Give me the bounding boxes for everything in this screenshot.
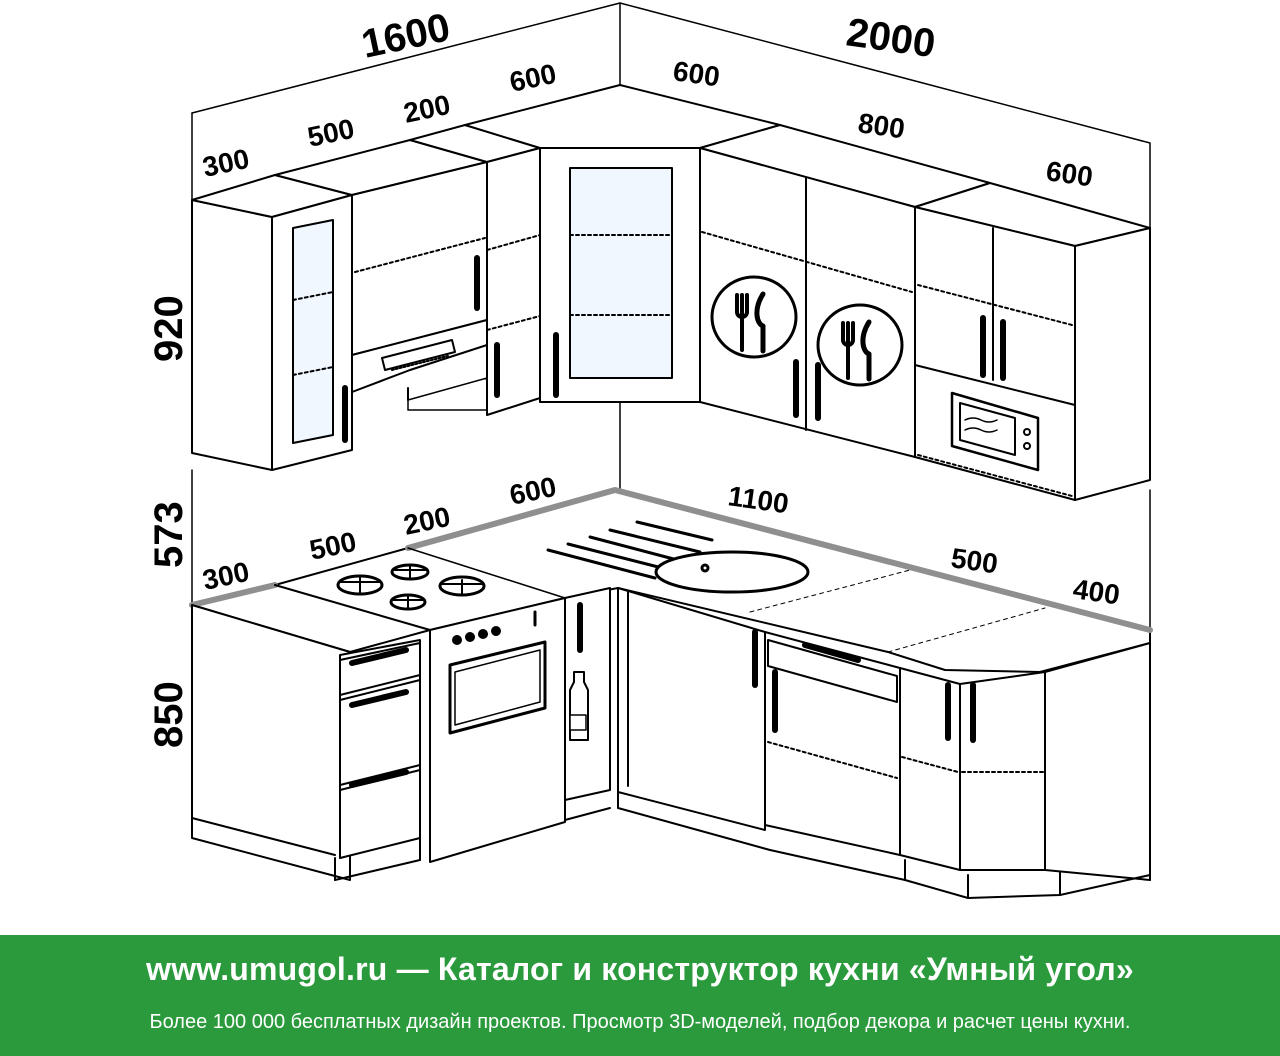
plate-icon xyxy=(710,275,904,387)
lower-cabinet-end-400 xyxy=(899,642,1151,899)
dim-total-right: 2000 xyxy=(844,10,938,66)
dim-total-left: 1600 xyxy=(358,5,454,67)
lower-cabinet-drawers-500 xyxy=(334,639,421,881)
dim-lower-400: 400 xyxy=(1071,573,1122,610)
lower-cabinet-corner-1100 xyxy=(617,587,771,851)
upper-cabinet-hood-500 xyxy=(274,139,488,411)
banner-subtitle: Более 100 000 бесплатных дизайн проектов… xyxy=(149,1011,1131,1033)
upper-cabinet-corner-600 xyxy=(464,84,781,403)
dim-lower-500: 500 xyxy=(307,526,359,566)
oven-stove xyxy=(429,597,566,863)
promo-banner: www.umugol.ru — Каталог и конструктор ку… xyxy=(0,935,1280,1056)
kitchen-drawing: 1600 2000 300 500 200 600 600 800 600 92… xyxy=(147,2,1153,899)
dim-upper-600-right: 600 xyxy=(671,55,722,92)
upper-cabinet-glass-300 xyxy=(191,174,353,471)
dim-height-gap: 573 xyxy=(147,501,191,568)
dim-height-lower: 850 xyxy=(147,681,191,748)
dim-upper-600-end: 600 xyxy=(1044,155,1095,192)
lower-cabinet-300 xyxy=(191,604,351,881)
dim-upper-200: 200 xyxy=(401,89,453,129)
dim-upper-300: 300 xyxy=(200,143,252,183)
lower-cabinet-bottles-200 xyxy=(564,587,611,821)
dishwasher-500 xyxy=(764,631,906,881)
hob-burners xyxy=(336,563,486,611)
dim-upper-600-corner: 600 xyxy=(507,58,559,98)
kitchen-svg: 1600 2000 300 500 200 600 600 800 600 92… xyxy=(147,2,1153,899)
dim-lower-500-right: 500 xyxy=(949,542,1000,579)
upper-cabinet-600-microwave xyxy=(914,182,1151,501)
dim-upper-500: 500 xyxy=(305,113,357,153)
dim-height-upper: 920 xyxy=(147,295,191,362)
sink-drainer xyxy=(546,520,810,594)
banner-title[interactable]: www.umugol.ru — Каталог и конструктор ку… xyxy=(146,951,1134,987)
dim-upper-800: 800 xyxy=(856,107,907,144)
dim-lower-1100: 1100 xyxy=(726,480,790,519)
